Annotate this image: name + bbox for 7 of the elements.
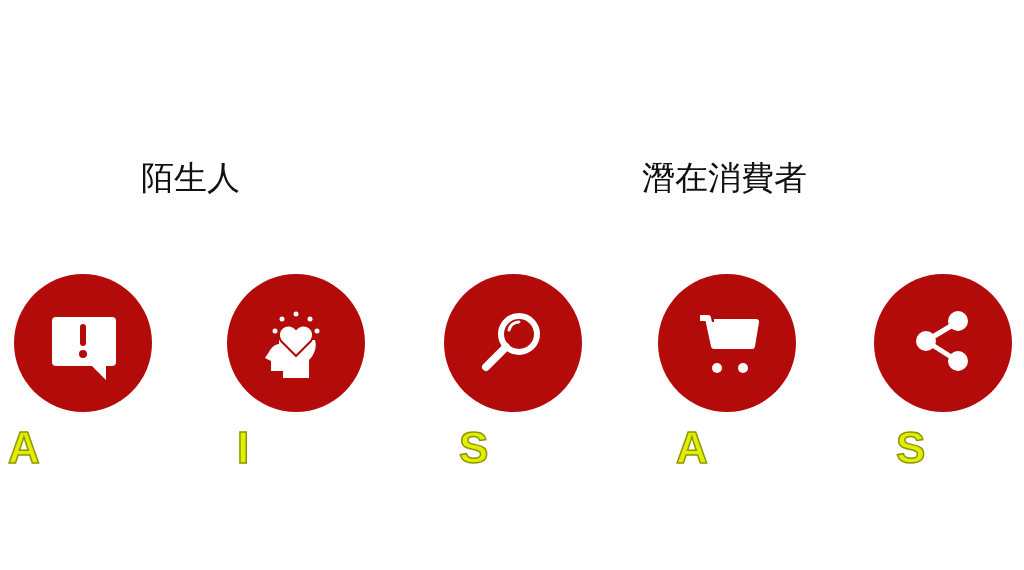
stage-letter: S [896,426,926,470]
stage-letter: A [8,426,40,470]
group-label: 陌生人 [140,158,240,198]
stage-letter: I [237,426,250,470]
stage-letter: S [459,426,489,470]
stage-letter: A [676,426,708,470]
group-label: 潛在消費者 [641,158,807,198]
